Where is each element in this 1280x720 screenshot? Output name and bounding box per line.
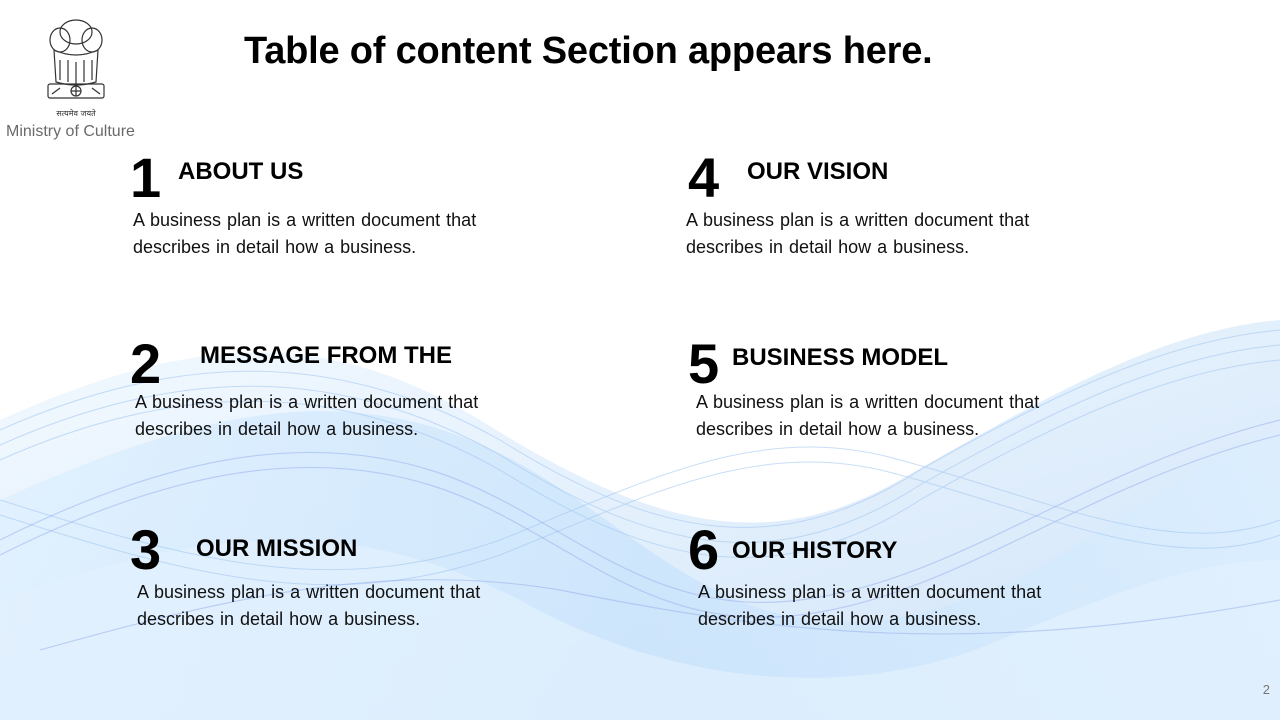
item-description-5: A business plan is a written document th… [696,392,1040,439]
item-description-2: A business plan is a written document th… [135,392,479,439]
page-number: 2 [1262,682,1270,697]
item-number-3: 3 [130,518,162,581]
item-heading-our-mission: OUR MISSION [196,535,358,562]
item-heading-message: MESSAGE FROM THE [200,342,453,369]
item-heading-about-us: ABOUT US [178,158,304,185]
item-number-4: 4 [688,146,720,209]
item-heading-our-vision: OUR VISION [747,158,889,185]
item-description-3: A business plan is a written document th… [137,582,481,629]
emblem-caption: सत्यमेव जयते [56,108,96,118]
item-number-1: 1 [130,146,162,209]
item-number-2: 2 [130,332,162,395]
item-heading-business-model: BUSINESS MODEL [732,344,949,371]
page-title: Table of content Section appears here. [244,30,933,72]
item-number-5: 5 [688,332,720,395]
national-emblem-icon: सत्यमेव जयते [47,19,105,118]
item-description-1: A business plan is a written document th… [133,210,477,257]
item-heading-our-history: OUR HISTORY [732,537,898,564]
ministry-name: Ministry of Culture [6,123,135,140]
item-number-6: 6 [688,518,720,581]
item-description-4: A business plan is a written document th… [686,210,1030,257]
item-description-6: A business plan is a written document th… [698,582,1042,629]
